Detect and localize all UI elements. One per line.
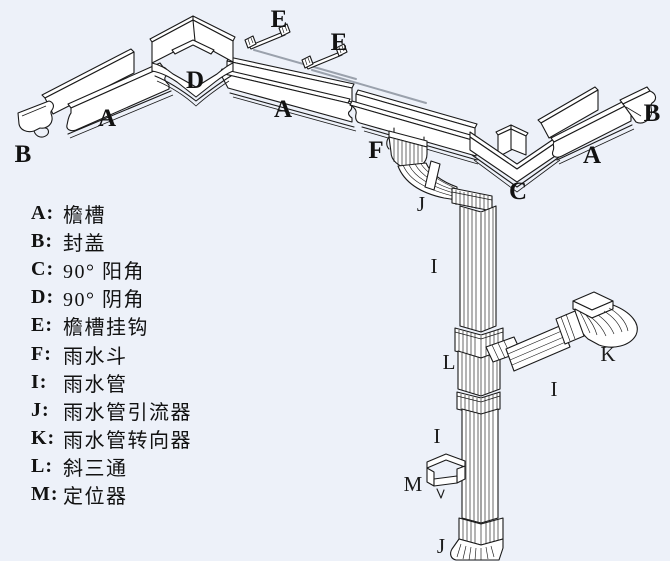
legend-key: M: bbox=[31, 483, 59, 506]
part-label-J2: J bbox=[437, 534, 445, 558]
part-label-E2: E bbox=[331, 29, 348, 56]
legend-label: 檐槽挂钩 bbox=[63, 317, 149, 340]
legend-label: 雨水斗 bbox=[63, 345, 128, 368]
legend-item: D: 90° 阴角 bbox=[31, 284, 192, 312]
legend-item: J: 雨水管引流器 bbox=[31, 396, 192, 424]
legend-item: C: 90° 阳角 bbox=[31, 255, 192, 283]
gutter-section-middle-1 bbox=[219, 56, 357, 132]
gutter-hanger-E2 bbox=[301, 43, 348, 70]
part-label-A3: A bbox=[583, 142, 601, 169]
part-label-L: L bbox=[443, 350, 456, 374]
rain-hopper-F bbox=[386, 127, 428, 169]
part-labels: E E D A A B F A B C J I L K I I M J bbox=[15, 6, 661, 558]
legend-label: 雨水管转向器 bbox=[63, 430, 192, 453]
legend-label: 雨水管引流器 bbox=[63, 401, 192, 424]
part-label-I2: I bbox=[551, 377, 558, 401]
legend-label: 斜三通 bbox=[63, 458, 128, 481]
part-label-M: M bbox=[404, 472, 423, 496]
gutter-section-middle-2 bbox=[349, 89, 479, 165]
legend-label: 檐槽 bbox=[63, 204, 106, 227]
legend-item: B: 封盖 bbox=[31, 227, 192, 255]
part-label-F: F bbox=[368, 137, 383, 164]
part-label-C: C bbox=[509, 178, 527, 205]
legend-item: L: 斜三通 bbox=[31, 453, 192, 481]
legend-key: F: bbox=[31, 342, 52, 365]
legend-key: B: bbox=[31, 229, 53, 252]
legend-label: 90° 阳角 bbox=[63, 260, 145, 283]
gutter-section-left bbox=[41, 48, 174, 139]
downspout-upper-I bbox=[459, 205, 497, 333]
legend-label: 定位器 bbox=[63, 486, 128, 509]
inside-corner-D bbox=[149, 15, 236, 107]
legend-key: A: bbox=[31, 201, 55, 224]
part-label-A1: A bbox=[98, 105, 116, 132]
elbow-J-top bbox=[397, 160, 493, 212]
legend-key: E: bbox=[31, 314, 53, 337]
gutter-hanger-E1 bbox=[244, 23, 291, 50]
legend-item: M:定位器 bbox=[31, 481, 192, 509]
part-label-B2: B bbox=[644, 100, 661, 127]
part-label-B1: B bbox=[15, 141, 32, 168]
part-label-A2: A bbox=[274, 96, 292, 123]
legend: A: 檐槽 B: 封盖 C: 90° 阳角 D: 90° 阴角 E: 檐槽挂钩 F: 雨水斗… bbox=[31, 199, 192, 509]
branch-pipe-I bbox=[505, 324, 571, 372]
part-label-D: D bbox=[186, 67, 204, 94]
part-label-I3: I bbox=[434, 424, 441, 448]
positioner-M bbox=[426, 453, 466, 499]
legend-item: I: 雨水管 bbox=[31, 368, 192, 396]
part-label-E1: E bbox=[271, 6, 288, 33]
elbow-K bbox=[555, 291, 638, 348]
legend-key: L: bbox=[31, 455, 53, 478]
legend-key: D: bbox=[31, 286, 55, 309]
legend-key: J: bbox=[31, 398, 50, 421]
legend-label: 封盖 bbox=[63, 232, 106, 255]
legend-key: C: bbox=[31, 257, 55, 280]
end-cap-left bbox=[17, 100, 54, 138]
legend-item: K: 雨水管转向器 bbox=[31, 425, 192, 453]
legend-label: 90° 阴角 bbox=[63, 289, 145, 312]
legend-item: F: 雨水斗 bbox=[31, 340, 192, 368]
legend-key: K: bbox=[31, 427, 56, 450]
end-cap-right bbox=[619, 86, 657, 124]
part-label-J1: J bbox=[417, 192, 425, 216]
outlet-shoe-J bbox=[450, 517, 504, 561]
part-label-I1: I bbox=[431, 254, 438, 278]
legend-label: 雨水管 bbox=[63, 373, 128, 396]
part-label-K: K bbox=[600, 342, 615, 366]
legend-item: A: 檐槽 bbox=[31, 199, 192, 227]
legend-item: E: 檐槽挂钩 bbox=[31, 312, 192, 340]
gutter-section-right bbox=[537, 86, 635, 165]
legend-key: I: bbox=[31, 370, 48, 393]
tee-L bbox=[454, 327, 522, 397]
downspout-lower-I bbox=[456, 391, 501, 524]
